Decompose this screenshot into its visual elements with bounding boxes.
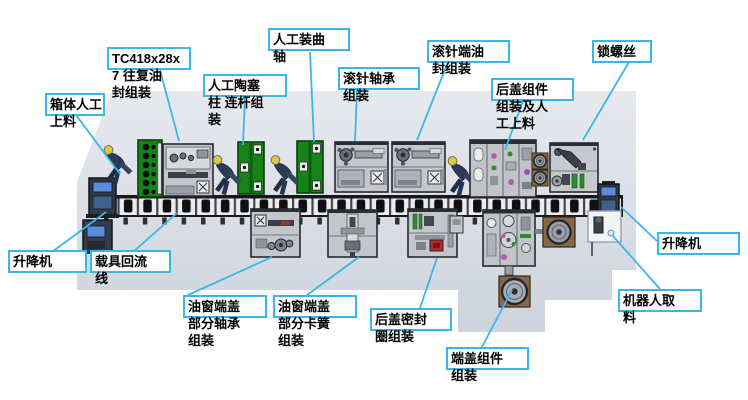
- label-lifter-right: 升降机: [657, 232, 740, 255]
- label-text: 机器人取 料: [623, 293, 676, 325]
- label-text: TC418x28x 7 往复油 封组装: [112, 51, 180, 100]
- label-needle-oil-seal: 滚针端油 封组装: [427, 40, 510, 77]
- label-end-cover-assembly: 端盖组件 组装: [446, 347, 529, 384]
- label-oil-window-bearing: 油窗端盖 部分轴承 组装: [183, 295, 267, 349]
- label-text: 载具回流 线: [95, 254, 148, 286]
- label-box-manual-loading: 箱体人工 上料: [45, 93, 105, 130]
- label-text: 滚针轴承 组装: [343, 71, 396, 103]
- label-text: 人工装曲 轴: [273, 32, 326, 64]
- label-text: 升降机: [662, 236, 702, 251]
- label-robot-pick: 机器人取 料: [618, 289, 702, 326]
- label-text: 后盖密封 圈组装: [375, 312, 428, 344]
- label-rear-seal-ring: 后盖密封 圈组装: [370, 308, 452, 345]
- label-text: 人工陶塞 柱 连杆组 装: [208, 78, 264, 127]
- label-screw-locking: 锁螺丝: [592, 40, 652, 63]
- label-text: 油窗端盖 部分轴承 组装: [188, 299, 241, 348]
- label-manual-piston-rod: 人工陶塞 柱 连杆组 装: [203, 74, 287, 128]
- label-lifter-left: 升降机: [8, 250, 87, 273]
- label-oil-window-circlip: 油窗端盖 部分卡簧 组装: [273, 295, 357, 349]
- label-text: 箱体人工 上料: [50, 97, 103, 129]
- label-carrier-return-line: 载具回流 线: [90, 250, 171, 287]
- label-manual-crankshaft: 人工装曲 轴: [268, 28, 350, 65]
- label-text: 端盖组件 组装: [451, 351, 504, 383]
- label-needle-bearing: 滚针轴承 组装: [338, 67, 420, 104]
- label-text: 升降机: [13, 254, 53, 269]
- label-text: 后盖组件 组装及人 工上料: [496, 82, 549, 131]
- label-text: 锁螺丝: [597, 44, 637, 59]
- label-text: 滚针端油 封组装: [432, 44, 485, 76]
- label-text: 油窗端盖 部分卡簧 组装: [278, 299, 331, 348]
- label-rear-cover-assembly: 后盖组件 组装及人 工上料: [491, 78, 574, 132]
- label-tc-oil-seal: TC418x28x 7 往复油 封组装: [107, 47, 191, 101]
